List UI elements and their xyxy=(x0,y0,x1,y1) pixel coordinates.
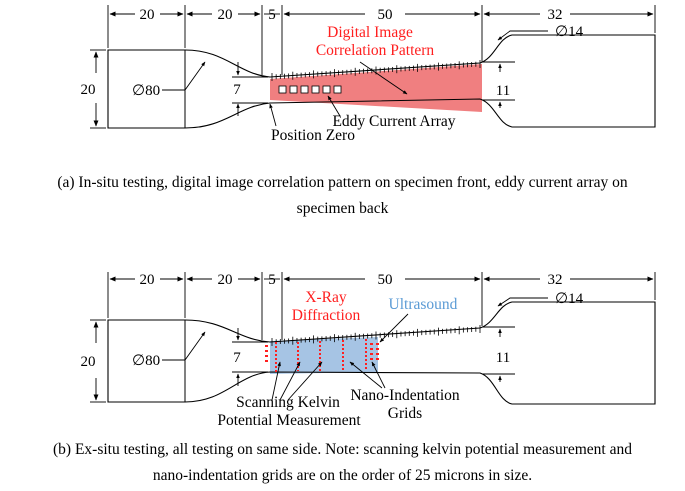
caption-a-line1: (a) In-situ testing, digital image corre… xyxy=(57,174,628,191)
xray-label-line1: X-Ray xyxy=(305,289,347,306)
specimen-outline-a xyxy=(107,34,656,129)
dim-7-b: 7 xyxy=(233,350,241,366)
dim-32-b: 32 xyxy=(548,272,563,288)
position-zero-label: Position Zero xyxy=(271,127,355,144)
ultrasound-label: Ultrasound xyxy=(389,296,458,313)
dim-50-b: 50 xyxy=(378,272,393,288)
eddy-current-label: Eddy Current Array xyxy=(332,113,455,130)
dim-32-a: 32 xyxy=(548,7,563,23)
ruler-ticks-a xyxy=(271,60,481,81)
dim-11-a: 11 xyxy=(496,83,510,99)
ruler-ticks-b xyxy=(271,325,481,346)
dim-dia14-b: ∅14 xyxy=(555,291,584,307)
dim-20-mid-a: 20 xyxy=(218,7,233,23)
caption-b-line2: nano-indentation grids are on the order … xyxy=(152,467,533,484)
xray-label-line2: Diffraction xyxy=(292,307,361,324)
caption-b-line1: (b) Ex-situ testing, all testing on same… xyxy=(53,441,632,458)
dim-5-a: 5 xyxy=(268,7,276,23)
skp-label-line1: Scanning Kelvin xyxy=(236,394,340,411)
dic-label-line2: Correlation Pattern xyxy=(316,42,435,59)
nano-label-line1: Nano-Indentation xyxy=(350,387,460,404)
specimen-outline-b xyxy=(107,301,656,405)
dim-7-a: 7 xyxy=(233,82,241,98)
dim-5-b: 5 xyxy=(268,272,276,288)
dim-20-left-b: 20 xyxy=(140,272,155,288)
ultrasound-region xyxy=(270,337,378,374)
panel-b-drawing: 20 20 5 50 32 ∅14 20 ∅80 7 11 X-Ray Diff… xyxy=(81,272,656,429)
nano-indentation-marks xyxy=(265,343,379,362)
dim-20-left-a: 20 xyxy=(140,7,155,23)
dim-50-a: 50 xyxy=(378,7,393,23)
dim-11-b: 11 xyxy=(496,350,510,366)
dim-dia80-a: ∅80 xyxy=(132,83,160,99)
skp-label-line2: Potential Measurement xyxy=(217,412,361,429)
dim-dia14-a: ∅14 xyxy=(555,24,584,40)
dim-20-mid-b: 20 xyxy=(218,272,233,288)
nano-label-line2: Grids xyxy=(388,405,422,422)
dim-height20-a: 20 xyxy=(81,82,96,98)
dim-height20-b: 20 xyxy=(81,354,96,370)
caption-a-line2: specimen back xyxy=(296,200,389,217)
panel-a-drawing: 20 20 5 50 32 ∅14 20 ∅80 7 11 Digital Im… xyxy=(81,5,656,144)
dim-dia80-b: ∅80 xyxy=(132,353,160,369)
eddy-current-squares xyxy=(278,85,342,94)
dic-label-line1: Digital Image xyxy=(327,24,413,41)
